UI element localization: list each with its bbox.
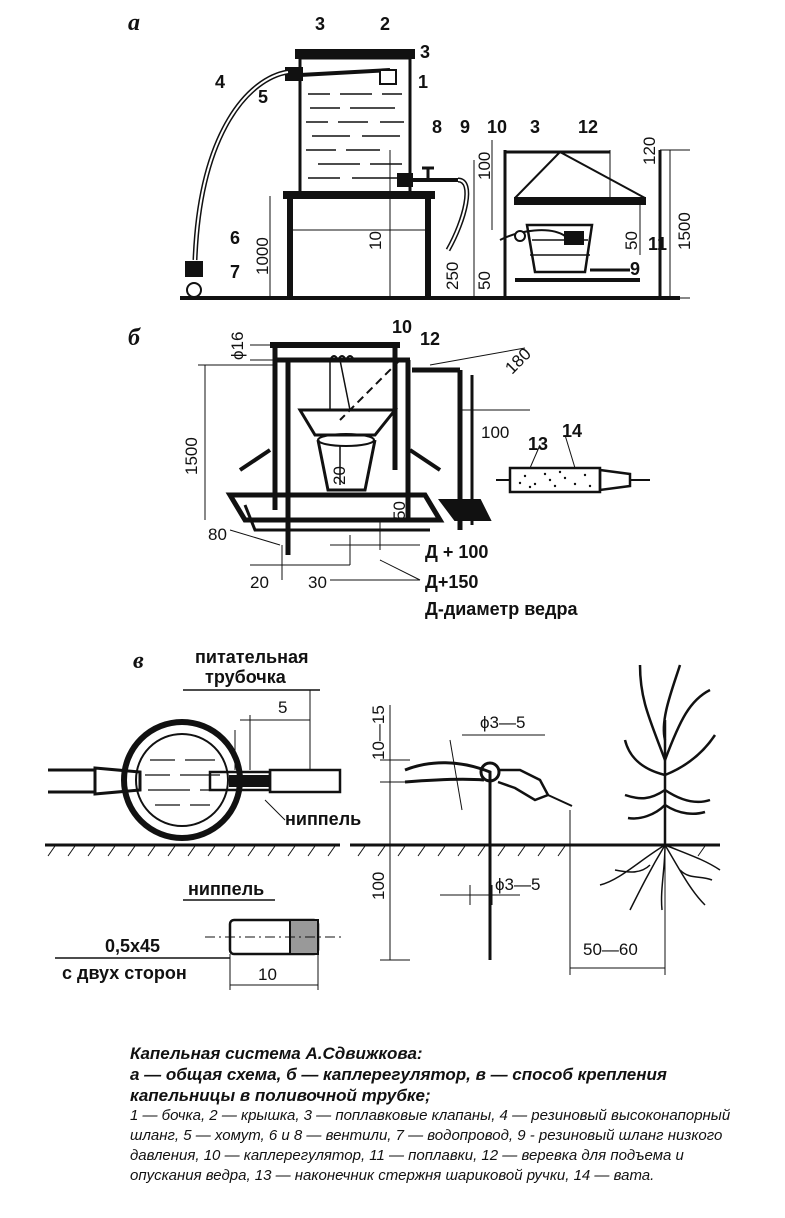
- dim-label: 10: [366, 231, 385, 250]
- callout: 5: [258, 87, 268, 107]
- feed-tube-label: питательная: [195, 647, 308, 667]
- labels-b: ϕ16 10 12 180 1500 100 13 14 20 50 80 20…: [182, 317, 582, 619]
- callout: 11: [648, 234, 667, 254]
- dim-label: 10: [258, 965, 277, 984]
- dim-label: ϕ3—5: [495, 875, 540, 894]
- callout: 9: [460, 117, 470, 137]
- dim-label: 20: [250, 573, 269, 592]
- dim-label: 100: [369, 872, 388, 900]
- diagram-b: [198, 342, 650, 581]
- dim-label: 50: [622, 231, 641, 250]
- dim-label: ϕ3—5: [480, 713, 525, 732]
- section-label-b: б: [128, 325, 141, 351]
- callout: 8: [432, 117, 442, 137]
- callout: 3: [315, 14, 325, 34]
- figure-caption: Капельная система А.Сдвижкова: а — общая…: [130, 1043, 750, 1186]
- dim-label: Д+150: [425, 572, 478, 592]
- dim-label: 250: [443, 262, 462, 290]
- both-sides-label: с двух сторон: [62, 963, 187, 983]
- dim-label: 80: [208, 525, 227, 544]
- dim-label: 100: [481, 423, 509, 442]
- callout: 4: [215, 72, 225, 92]
- dim-label: 50: [390, 501, 409, 520]
- dim-label: 120: [640, 137, 659, 165]
- dim-label: 50—60: [583, 940, 638, 959]
- diagram-a: [180, 49, 690, 300]
- callout: 9: [630, 259, 640, 279]
- barrel-lid: [295, 49, 415, 59]
- callout: 3: [530, 117, 540, 137]
- callouts-a: 3 2 3 1 4 5 6 7 8 9 10 3 12 11 9 1000 10…: [215, 14, 694, 290]
- callout: 12: [420, 329, 440, 349]
- legend-note: Д-диаметр ведра: [425, 599, 578, 619]
- section-label-v: в: [133, 648, 144, 674]
- diagram-v: [45, 664, 721, 990]
- dim-label: 30: [308, 573, 327, 592]
- dim-label: 10—15: [369, 705, 388, 760]
- dim-label: 1500: [675, 212, 694, 250]
- section-label-a: а: [128, 10, 140, 36]
- dim-label: 50: [475, 271, 494, 290]
- dim-label: 1500: [182, 437, 201, 475]
- chamfer-label: 0,5x45: [105, 936, 160, 956]
- feed-tube-label: трубочка: [205, 667, 287, 687]
- dim-label: 5: [278, 698, 287, 717]
- dim-label: 20: [330, 466, 349, 485]
- dim-label: Д + 100: [425, 542, 488, 562]
- callout: 3: [420, 42, 430, 62]
- dim-label: 1000: [253, 237, 272, 275]
- callout: 10: [392, 317, 412, 337]
- dim-label: ϕ16: [228, 332, 247, 360]
- caption-subtitle: а — общая схема, б — каплерегулятор, в —…: [130, 1065, 667, 1105]
- caption-body: 1 — бочка, 2 — крышка, 3 — поплавковые к…: [130, 1107, 731, 1184]
- plant: [623, 664, 717, 845]
- dim-label: 100: [475, 152, 494, 180]
- caption-title: Капельная система А.Сдвижкова:: [130, 1044, 423, 1063]
- callout: 6: [230, 228, 240, 248]
- callout: 7: [230, 262, 240, 282]
- plant-roots: [599, 844, 721, 911]
- dim-label: 180: [501, 344, 534, 377]
- nipple-title: ниппель: [188, 879, 264, 899]
- callout: 13: [528, 434, 548, 454]
- callout: 10: [487, 117, 507, 137]
- callout: 2: [380, 14, 390, 34]
- labels-v: питательная трубочка 5 ниппель ниппель 0…: [62, 647, 638, 984]
- callout: 1: [418, 72, 428, 92]
- callout: 12: [578, 117, 598, 137]
- callout: 14: [562, 421, 582, 441]
- nipple-label: ниппель: [285, 809, 361, 829]
